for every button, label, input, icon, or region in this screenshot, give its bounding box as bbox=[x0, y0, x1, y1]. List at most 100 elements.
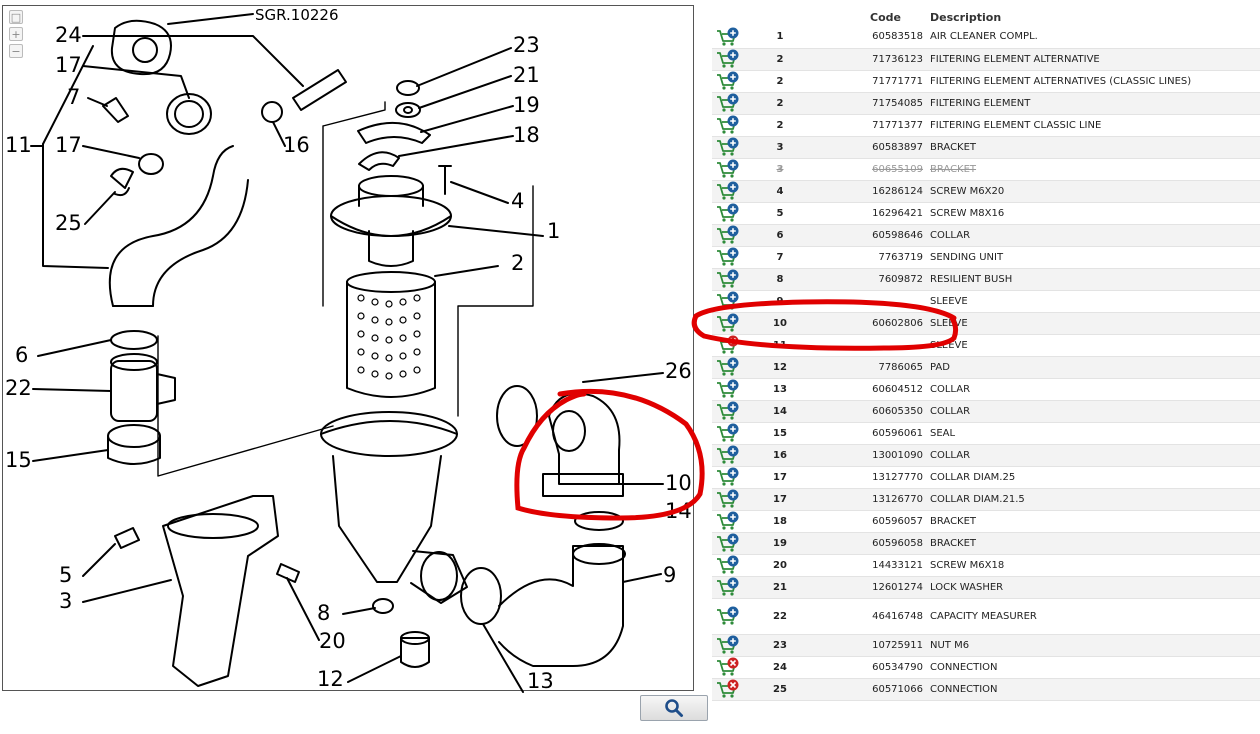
callout-label: 13 bbox=[527, 669, 554, 693]
cart-cell[interactable] bbox=[712, 554, 754, 577]
cart-cell[interactable] bbox=[712, 224, 754, 247]
fit-icon[interactable]: □ bbox=[9, 10, 23, 24]
cart-cell[interactable] bbox=[712, 70, 754, 93]
cart-cell[interactable] bbox=[712, 290, 754, 313]
part-ref: 3 bbox=[754, 136, 806, 159]
cart-cell[interactable] bbox=[712, 656, 754, 679]
cart-cell[interactable] bbox=[712, 334, 754, 357]
add-to-cart-icon[interactable] bbox=[716, 423, 740, 443]
add-to-cart-icon[interactable] bbox=[716, 577, 740, 597]
search-button[interactable] bbox=[640, 695, 708, 721]
cart-cell[interactable] bbox=[712, 444, 754, 467]
cart-cell[interactable] bbox=[712, 488, 754, 511]
add-to-cart-icon[interactable] bbox=[716, 181, 740, 201]
add-to-cart-icon[interactable] bbox=[716, 27, 740, 47]
cart-cell[interactable] bbox=[712, 634, 754, 657]
add-to-cart-icon[interactable] bbox=[716, 313, 740, 333]
add-to-cart-icon[interactable] bbox=[716, 115, 740, 135]
part-ref: 4 bbox=[754, 180, 806, 203]
add-to-cart-icon[interactable] bbox=[716, 555, 740, 575]
add-to-cart-icon[interactable] bbox=[716, 679, 740, 699]
add-to-cart-icon[interactable] bbox=[716, 635, 740, 655]
cart-cell[interactable] bbox=[712, 180, 754, 203]
add-to-cart-icon[interactable] bbox=[716, 489, 740, 509]
cart-cell[interactable] bbox=[712, 532, 754, 555]
cart-cell[interactable] bbox=[712, 246, 754, 269]
cart-cell[interactable] bbox=[712, 268, 754, 291]
cart-cell[interactable] bbox=[712, 598, 754, 635]
add-to-cart-icon[interactable] bbox=[716, 357, 740, 377]
exploded-diagram-panel[interactable]: SGR.10226 24 17 7 11 17 25 6 22 15 5 3 8… bbox=[2, 5, 694, 693]
cart-cell[interactable] bbox=[712, 114, 754, 137]
add-to-cart-icon[interactable] bbox=[716, 335, 740, 355]
add-to-cart-icon[interactable] bbox=[716, 93, 740, 113]
cart-cell[interactable] bbox=[712, 92, 754, 115]
add-to-cart-icon[interactable] bbox=[716, 401, 740, 421]
cart-cell[interactable] bbox=[712, 136, 754, 159]
add-to-cart-icon[interactable] bbox=[716, 159, 740, 179]
cart-cell[interactable] bbox=[712, 356, 754, 379]
cart-cell[interactable] bbox=[712, 466, 754, 489]
add-to-cart-icon[interactable] bbox=[716, 533, 740, 553]
add-to-cart-icon[interactable] bbox=[716, 71, 740, 91]
cart-cell[interactable] bbox=[712, 400, 754, 423]
cart-cell[interactable] bbox=[712, 510, 754, 533]
cart-cell[interactable] bbox=[712, 158, 754, 181]
add-to-cart-icon[interactable] bbox=[716, 657, 740, 677]
cart-cell[interactable] bbox=[712, 26, 754, 49]
add-to-cart-icon[interactable] bbox=[716, 269, 740, 289]
add-to-cart-icon[interactable] bbox=[716, 247, 740, 267]
add-to-cart-icon[interactable] bbox=[716, 203, 740, 223]
add-to-cart-icon[interactable] bbox=[716, 445, 740, 465]
add-to-cart-icon[interactable] bbox=[716, 225, 740, 245]
add-to-cart-icon[interactable] bbox=[716, 467, 740, 487]
cart-cell[interactable] bbox=[712, 202, 754, 225]
cart-cell[interactable] bbox=[712, 678, 754, 701]
add-to-cart-icon[interactable] bbox=[716, 606, 740, 626]
part-description: LOCK WASHER bbox=[930, 576, 1260, 599]
add-to-cart-icon[interactable] bbox=[716, 49, 740, 69]
cart-cell[interactable] bbox=[712, 422, 754, 445]
zoom-in-icon[interactable]: + bbox=[9, 27, 23, 41]
add-to-cart-icon[interactable] bbox=[716, 379, 740, 399]
add-to-cart-icon[interactable] bbox=[716, 137, 740, 157]
add-to-cart-icon[interactable] bbox=[716, 511, 740, 531]
cart-cell[interactable] bbox=[712, 378, 754, 401]
zoom-out-icon[interactable]: − bbox=[9, 44, 23, 58]
cart-cell[interactable] bbox=[712, 48, 754, 71]
add-to-cart-icon[interactable] bbox=[716, 291, 740, 311]
cart-cell[interactable] bbox=[712, 312, 754, 335]
cart-cell[interactable] bbox=[712, 576, 754, 599]
